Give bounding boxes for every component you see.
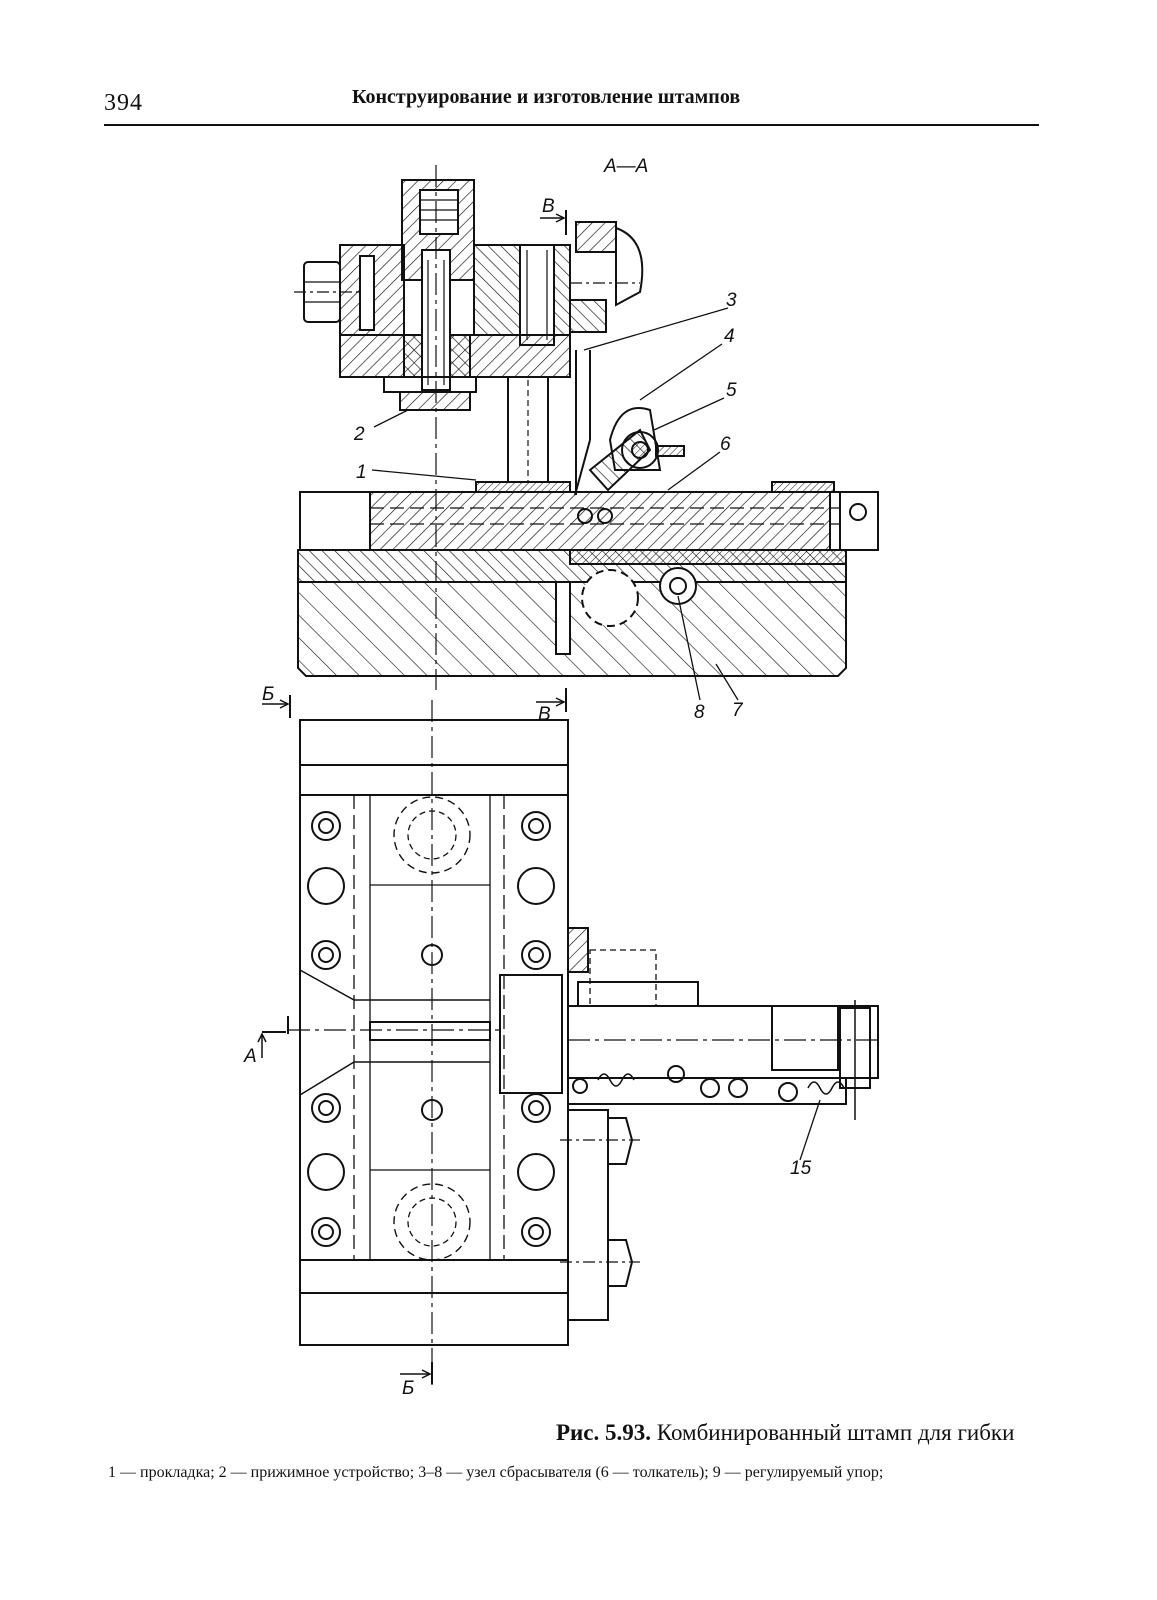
part-label-15: 15: [790, 1158, 812, 1179]
figure-title: Комбинированный штамп для гибки: [656, 1420, 1015, 1445]
pressure-device: [399, 391, 471, 411]
part-label-1: 1: [356, 462, 367, 483]
part-label-8: 8: [694, 702, 705, 723]
figure-legend: 1 — прокладка; 2 — прижимное устройство;…: [108, 1464, 884, 1481]
part-label-4: 4: [724, 326, 735, 347]
base-plate: [297, 581, 847, 677]
bolt-column-left: [307, 811, 345, 1247]
figure-number: Рис. 5.93.: [556, 1420, 652, 1445]
technical-drawing: А—А В В Б Б А 1 2 3 4 5 6 7 8 15: [243, 156, 879, 1399]
cut-label-a: А: [243, 1046, 257, 1067]
section-label: А—А: [603, 156, 648, 177]
cut-label-v-mid: В: [538, 704, 551, 725]
part-label-7: 7: [732, 700, 744, 721]
cut-label-b-bottom: Б: [402, 1378, 414, 1399]
page-header: 394 Конструирование и изготовление штамп…: [104, 84, 1039, 128]
part-label-2: 2: [353, 424, 365, 445]
cut-label-b-top: Б: [262, 684, 274, 705]
right-bolt-head: [575, 221, 617, 253]
part-label-5: 5: [726, 380, 737, 401]
header-rule: [104, 124, 1039, 126]
ejector-block: [499, 974, 563, 1094]
bolt-column-right: [517, 811, 555, 1247]
part-label-6: 6: [720, 434, 731, 455]
running-title: Конструирование и изготовление штампов: [352, 86, 741, 108]
page-number: 394: [104, 90, 143, 116]
cut-label-v-top: В: [542, 196, 555, 217]
part-label-3: 3: [726, 290, 737, 311]
figure-caption: Рис. 5.93. Комбинированный штамп для гиб…: [556, 1420, 1014, 1446]
